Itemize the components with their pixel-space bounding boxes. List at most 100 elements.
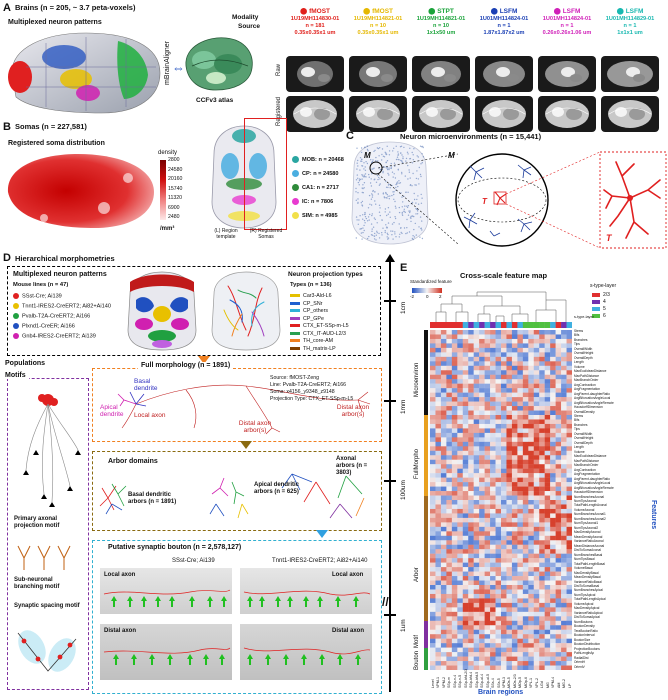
heatmap-cell [462,455,469,460]
heatmap-cell [533,388,540,393]
heatmap-cell [440,415,447,420]
heatmap-cell [484,508,491,514]
heatmap-cell [528,415,534,420]
heatmap-cell [533,611,540,617]
projection-type-name: Car3-Ald-L6 [303,293,332,299]
heatmap-cell [451,473,458,478]
heatmap-cell [468,656,474,662]
resolution: 1.87x1.87x2 um [483,30,525,37]
distal-axon-label-1: Distal axon arbor(s) [238,420,272,435]
heatmap-cell [435,370,442,375]
heatmap-cell [430,343,436,349]
feature-label: TotalPathLengthApical [574,597,606,602]
feature-label: BoutonSize [574,637,591,642]
heatmap-cell [561,423,567,429]
region-label: MOs-2/3 [512,674,517,688]
heatmap-cell [555,504,562,510]
heatmap-cell [517,423,524,429]
heatmap-cell [490,589,496,595]
heatmap-cell [451,379,458,384]
heatmap-cell [501,593,507,599]
heatmap-cell [457,616,463,621]
heatmap-cell [561,397,567,402]
heatmap-cell [440,638,447,644]
heatmap-cell [517,611,524,617]
heatmap-cell [484,634,491,639]
heatmap-cell [435,500,442,505]
heatmap-cell [462,365,469,371]
heatmap-cell [457,482,463,487]
stype-cell [484,322,491,328]
heatmap-cell [451,526,458,532]
heatmap-cell [457,356,463,362]
bouton-arrow-icon [335,596,341,607]
feature-label: VarianceRatioBasal [574,579,602,584]
heatmap-cell [490,598,496,604]
resolution: 1x1x1 um [617,30,643,37]
feature-label: HausdorffDimension [574,405,603,410]
projection-type-swatch-icon [290,294,300,298]
heatmap-cell [451,330,458,335]
heatmap-cell [555,580,562,586]
heatmap-cell [473,522,480,528]
heatmap-cell [566,553,572,559]
heatmap-cell [430,589,436,595]
heatmap-cell [473,602,480,608]
heatmap-cell [435,415,442,420]
panel-c-title: Neuron microenvironments (n = 15,441) [400,132,542,141]
heatmap-cell [511,370,518,375]
heatmap-cell [435,388,442,393]
heatmap-cell [561,464,567,469]
heatmap-cell [544,500,551,505]
heatmap-cell [550,392,556,398]
region-label: SSs-4 [491,678,496,688]
heatmap-cell [517,661,524,666]
density-tick: 2800 [168,157,180,163]
heatmap-cell [440,616,447,621]
heatmap-cell [539,338,545,344]
heatmap-cell [484,517,491,523]
heatmap-cell [468,620,474,626]
heatmap-cell [506,625,513,630]
heatmap-cell [430,638,436,644]
heatmap-cell [479,517,485,523]
heatmap-cell [522,571,529,577]
feature-group-label: FullMorpho [414,449,420,480]
heatmap-cell [490,450,496,456]
heatmap-cell [451,553,458,559]
heatmap-cell [457,629,463,635]
heatmap-cell [490,508,496,514]
heatmap-cell [511,558,518,563]
heatmap-cell [501,459,507,465]
heatmap-cell [501,625,507,630]
heatmap-cell [555,374,562,380]
heatmap-cell [544,571,551,577]
heatmap-cell [506,441,513,447]
heatmap-cell [473,334,480,340]
heatmap-cell [479,464,485,469]
heatmap-cell [435,334,442,340]
basal-dendrite-label: Basal dendrite [134,378,158,393]
feature-label: PathLengthAp [574,651,595,656]
heatmap-cell [522,406,529,411]
heatmap-cell [479,347,485,353]
heatmap-cell [462,397,469,402]
heatmap-cell [451,585,458,590]
feature-group-bar [424,647,428,670]
heatmap-cell [435,477,442,483]
heatmap-cell [446,428,453,434]
heatmap-cell [533,361,540,366]
heatmap-cell [457,607,463,613]
heatmap-cell [451,661,458,666]
heatmap-cell [440,334,447,340]
heatmap-cell [501,374,507,380]
feature-label: BoutonDensity [574,624,595,629]
heatmap-cell [501,401,507,407]
heatmap-cell [539,535,545,541]
heatmap-cell [490,495,496,501]
heatmap-cell [517,464,524,469]
heatmap-cell [479,459,485,465]
heatmap-cell [511,486,518,492]
feature-label: MeanDensityAxonal [574,534,603,539]
heatmap-cell [522,611,529,617]
